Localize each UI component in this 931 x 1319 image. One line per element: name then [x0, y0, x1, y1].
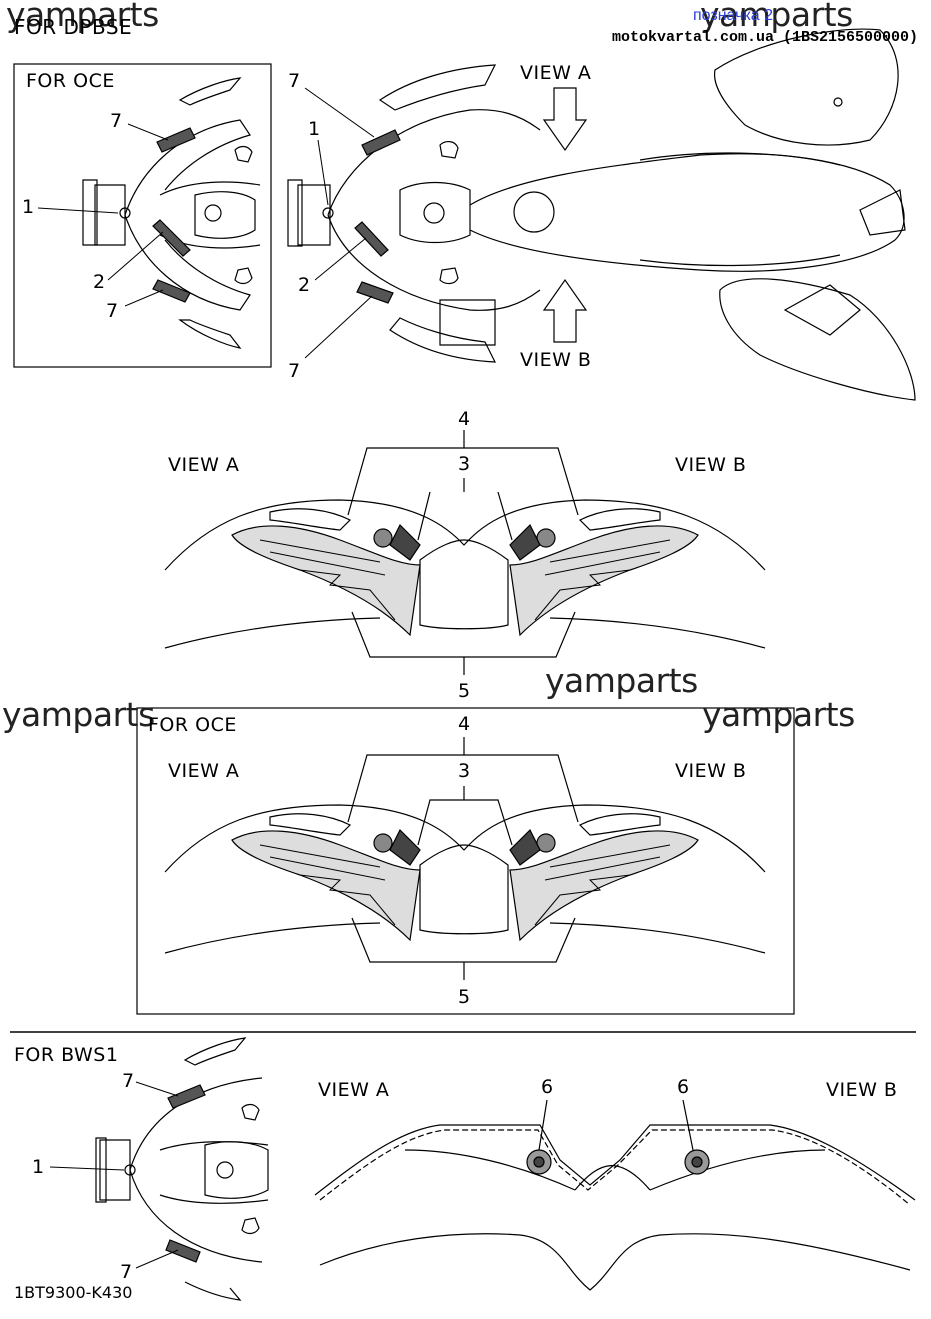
inset-front-fender: [82, 77, 261, 349]
callout-7-inset-bottom: 7: [106, 300, 119, 322]
callout-1-main: 1: [308, 118, 321, 140]
view-a-top: VIEW A: [520, 62, 592, 84]
watermark-middle-center: yamparts: [545, 661, 698, 700]
bws1-title: FOR BWS1: [14, 1044, 119, 1066]
vehicle-top-view: [287, 28, 916, 401]
main-leaders: [304, 87, 375, 359]
view-b-oce: VIEW B: [675, 760, 747, 782]
oce-box-frame: [136, 707, 795, 1015]
watermark-middle-left: yamparts: [2, 695, 155, 734]
callout-3-middle: 3: [458, 453, 471, 475]
bws1-view-a-b: [314, 1099, 916, 1291]
callout-7-main-bottom: 7: [288, 360, 301, 382]
view-b-top: VIEW B: [520, 349, 592, 371]
top-left-label: FOR DPBSE: [14, 15, 133, 39]
callout-1-bws1: 1: [32, 1156, 45, 1178]
callout-7-inset-top: 7: [110, 110, 123, 132]
main-decals: [354, 129, 401, 304]
oce-inset-title: FOR OCE: [26, 70, 115, 92]
bws1-front-fender: [95, 1037, 269, 1301]
view-b-bws1: VIEW B: [826, 1079, 898, 1101]
oce-view-a-b: [164, 737, 766, 980]
inset-leaders: [37, 123, 169, 307]
callout-1-inset: 1: [22, 196, 35, 218]
callout-4-middle: 4: [458, 408, 471, 430]
watermark-top-right: yamparts: [700, 0, 853, 34]
callout-7-bws1-top: 7: [122, 1070, 135, 1092]
oce-inset-frame: [13, 63, 272, 368]
view-a-arrow: [542, 87, 588, 152]
callout-5-middle: 5: [458, 680, 471, 702]
view-a-middle: VIEW A: [168, 454, 240, 476]
bws1-leaders: [49, 1081, 179, 1269]
diagram-code: 1BT9300-K430: [14, 1283, 133, 1302]
callout-6-right: 6: [677, 1076, 690, 1098]
oce-box-title: FOR OCE: [148, 714, 237, 736]
callout-6-left: 6: [541, 1076, 554, 1098]
view-b-arrow: [542, 278, 588, 343]
callout-2-main: 2: [298, 274, 311, 296]
watermark-middle-right: yamparts: [702, 695, 855, 734]
callout-4-oce: 4: [458, 713, 471, 735]
callout-2-inset: 2: [93, 271, 106, 293]
watermark-top-left: yamparts: [6, 0, 159, 34]
callout-5-oce: 5: [458, 986, 471, 1008]
reference-link[interactable]: позначка 2: [693, 7, 774, 24]
view-a-bws1: VIEW A: [318, 1079, 390, 1101]
site-label: motokvartal.com.ua (1BS2156500000): [612, 29, 919, 46]
callout-3-oce: 3: [458, 760, 471, 782]
dpbse-view-a-b: [164, 430, 766, 675]
view-b-middle: VIEW B: [675, 454, 747, 476]
inset-decals: [152, 127, 196, 303]
view-a-oce: VIEW A: [168, 760, 240, 782]
callout-7-main-top: 7: [288, 70, 301, 92]
callout-7-bws1-bottom: 7: [120, 1261, 133, 1283]
